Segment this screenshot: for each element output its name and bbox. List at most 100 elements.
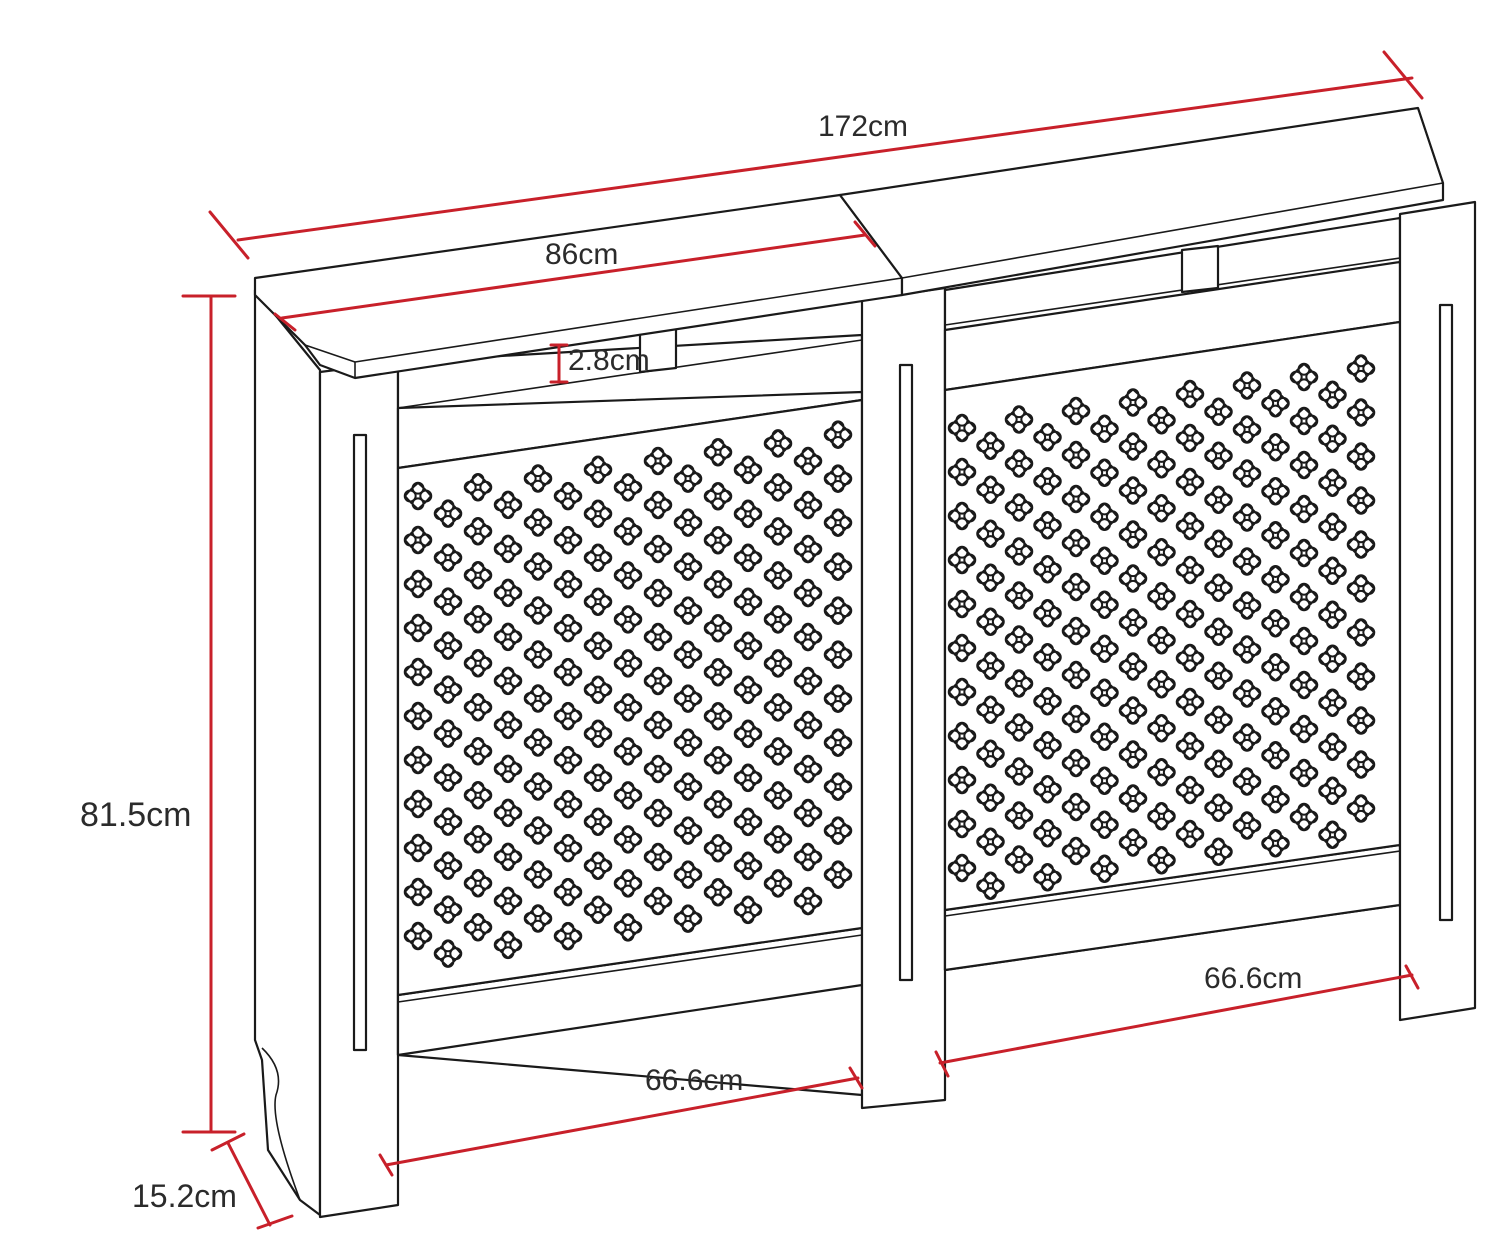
quatrefoil-cutout [673,552,703,581]
quatrefoil-cutout [1318,424,1347,454]
quatrefoil-cutout [493,622,523,652]
quatrefoil-cutout [1147,581,1176,611]
quatrefoil-cutout [1061,748,1091,778]
quatrefoil-cutout [1261,652,1290,682]
quatrefoil-cutout [553,701,583,731]
quatrefoil-cutout [1175,599,1205,629]
quatrefoil-cutout [823,816,853,845]
quatrefoil-cutout [793,446,823,476]
quatrefoil-cutout [793,798,823,828]
quatrefoil-cutout [613,825,643,854]
quatrefoil-cutout [1289,538,1319,568]
quatrefoil-cutout [1289,626,1319,656]
quatrefoil-cutout [1061,396,1091,426]
quatrefoil-cutout [583,455,613,485]
quatrefoil-cutout [1346,662,1376,691]
quatrefoil-cutout [947,633,977,663]
quatrefoil-cutout [583,763,613,793]
quatrefoil-cutout [673,904,703,933]
quatrefoil-cutout [1004,801,1034,830]
quatrefoil-cutout [763,825,793,854]
quatrefoil-cutout [1147,405,1176,435]
quatrefoil-cutout [1033,862,1062,892]
quatrefoil-cutout [976,607,1005,637]
quatrefoil-cutout [523,684,553,713]
quatrefoil-cutout [553,833,583,863]
quatrefoil-cutout [976,871,1005,901]
quatrefoil-cutout [1346,442,1376,471]
quatrefoil-cutout [583,895,613,925]
quatrefoil-cutout [1090,854,1119,884]
quatrefoil-cutout [643,710,673,740]
quatrefoil-cutout [763,869,793,898]
quatrefoil-cutout [583,499,613,529]
quatrefoil-cutout [1318,512,1347,542]
quatrefoil-cutout [793,622,823,652]
quatrefoil-cutout [1090,458,1119,488]
quatrefoil-cutout [976,783,1005,813]
quatrefoil-cutout [1261,608,1290,638]
quatrefoil-cutout [403,569,433,599]
quatrefoil-cutout [1061,660,1091,690]
quatrefoil-cutout [463,472,493,502]
quatrefoil-cutout [1033,642,1062,672]
quatrefoil-cutout [1232,811,1262,840]
left-side-foot-curve [261,1047,301,1201]
quatrefoil-cutout [793,666,823,696]
quatrefoil-cutout [613,737,643,766]
quatrefoil-cutout [703,569,733,599]
quatrefoil-cutout [1318,600,1347,630]
quatrefoil-cutout [403,877,433,907]
quatrefoil-cutout [643,754,673,784]
quatrefoil-cutout [1261,432,1290,462]
quatrefoil-cutout [703,877,733,907]
quatrefoil-cutout [1289,802,1319,832]
quatrefoil-cutout [947,501,977,531]
quatrefoil-cutout [976,431,1005,461]
quatrefoil-cutout [1204,441,1233,471]
quatrefoil-cutout [403,657,433,687]
quatrefoil-cutout [733,631,763,661]
quatrefoil-cutout [793,534,823,564]
quatrefoil-cutout [1061,440,1091,470]
quatrefoil-cutout [1232,371,1262,400]
quatrefoil-cutout [1033,554,1062,584]
quatrefoil-cutout [463,780,493,810]
quatrefoil-cutout [1061,704,1091,734]
quatrefoil-cutout [703,701,733,731]
quatrefoil-cutout [1118,564,1148,593]
quatrefoil-cutout [583,807,613,837]
quatrefoil-cutout [823,728,853,757]
quatrefoil-cutout [1289,714,1319,744]
middle-leg-slot [898,363,914,982]
quatrefoil-cutout [493,490,523,520]
quatrefoil-cutout [613,561,643,590]
quatrefoil-cutout [463,516,493,546]
quatrefoil-cutout [433,895,463,924]
quatrefoil-cutout [1061,572,1091,602]
quatrefoil-cutout [1204,397,1233,427]
quatrefoil-cutout [733,851,763,881]
quatrefoil-cutout [1004,757,1034,786]
quatrefoil-cutout [1175,819,1205,849]
quatrefoil-cutout [523,816,553,845]
quatrefoil-cutout [403,613,433,643]
quatrefoil-cutout [703,613,733,643]
quatrefoil-cutout [1318,380,1347,410]
quatrefoil-cutout [1147,713,1176,743]
quatrefoil-cutout [793,490,823,520]
quatrefoil-cutout [1261,784,1290,814]
quatrefoil-cutout [403,745,433,775]
quatrefoil-cutout [733,543,763,573]
quatrefoil-cutout [433,631,463,660]
quatrefoil-cutout [1061,484,1091,514]
quatrefoil-cutout [1261,564,1290,594]
quatrefoil-cutout [1147,669,1176,699]
radiator-cover-cabinet [253,106,1477,1219]
left-panel-tick-left [378,1153,394,1177]
quatrefoil-cutout [643,886,673,916]
quatrefoil-cutout [763,649,793,678]
quatrefoil-cutout [1318,468,1347,498]
right-leg-slot [1438,303,1454,922]
quatrefoil-cutout [733,587,763,617]
